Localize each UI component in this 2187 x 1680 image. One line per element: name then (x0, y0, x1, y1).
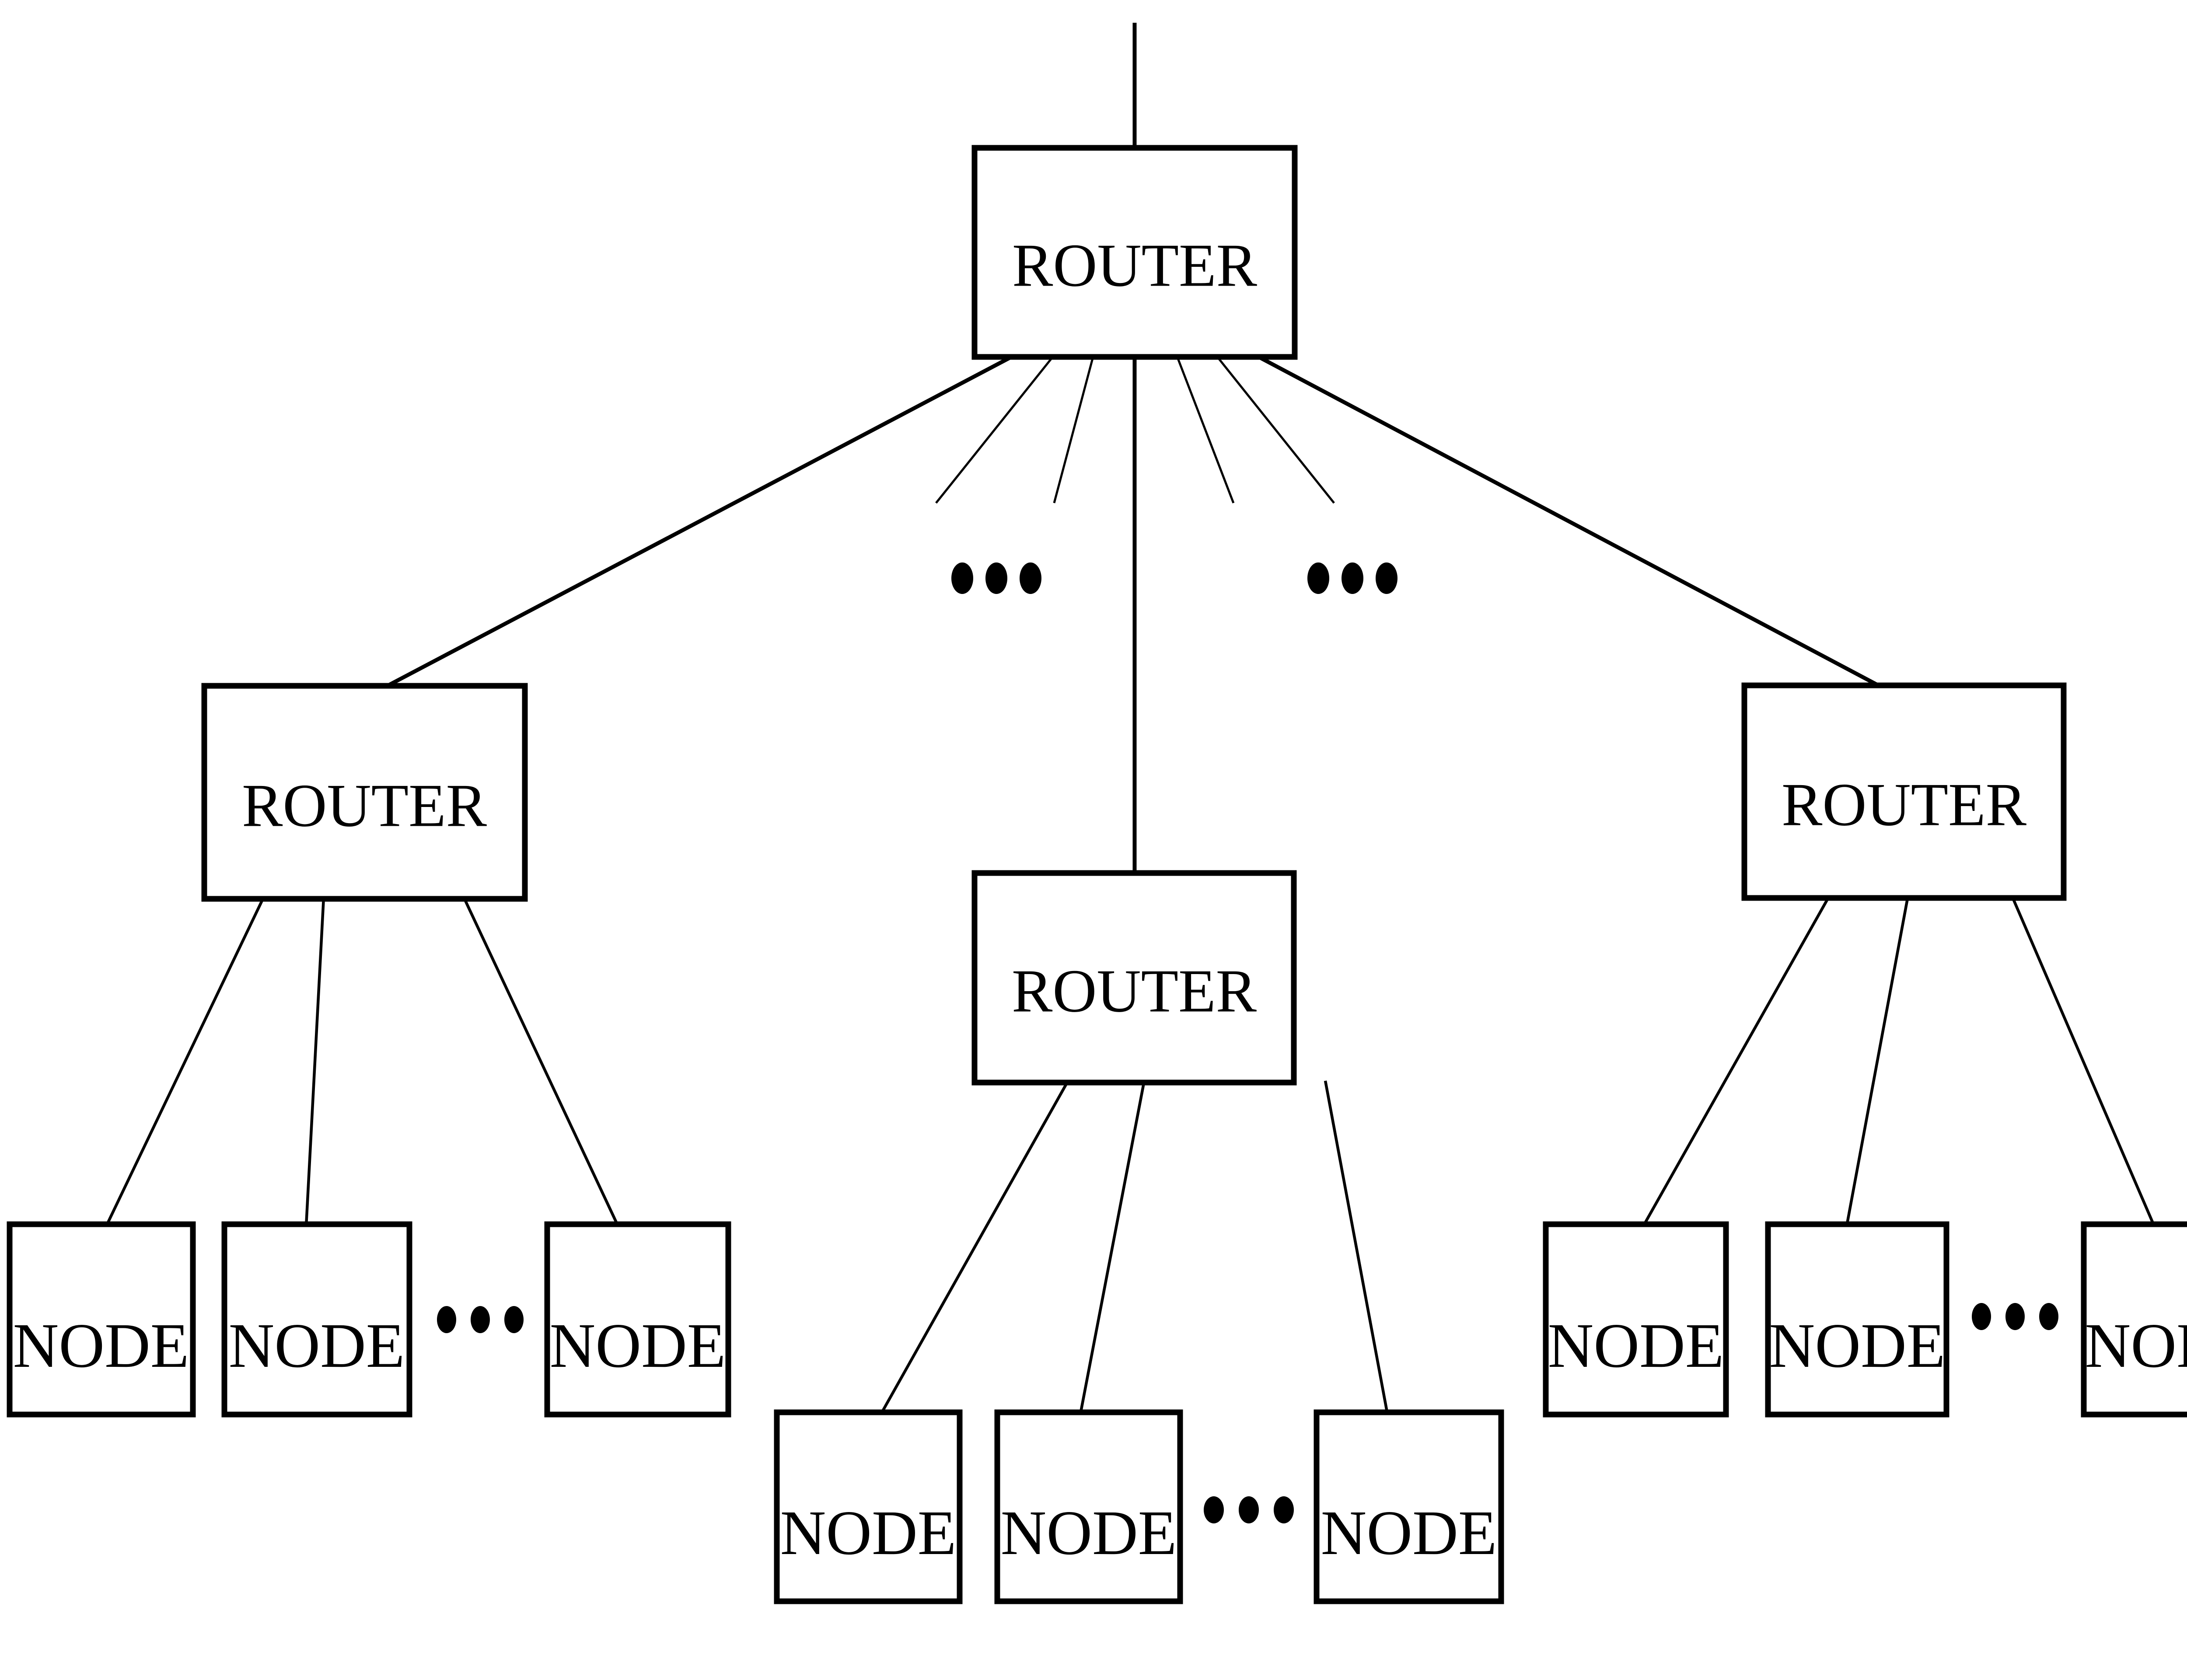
center-router-label: ROUTER (1012, 957, 1257, 1025)
ellipsis-dot (2005, 1303, 2025, 1330)
edge-right-router-to-node-3 (2011, 895, 2156, 1227)
center-node-3-box (1314, 1409, 1504, 1604)
right-node-1-box (1543, 1221, 1729, 1418)
ellipsis-dot (1972, 1303, 1991, 1330)
left-router-label: ROUTER (242, 772, 487, 840)
ellipsis-icon-root-fan-right (1307, 562, 1397, 594)
center-node-1-box (774, 1409, 963, 1604)
root-router: ROUTER (971, 145, 1298, 360)
ellipsis-dot (1342, 562, 1363, 594)
center-node-2-box (994, 1409, 1183, 1604)
edge-center-router-to-node-2 (1079, 1080, 1146, 1415)
edge-root-truncated-branch-2 (1053, 355, 1095, 503)
center-node-2-label: NODE (1001, 1498, 1177, 1568)
ellipsis-dot (1020, 562, 1041, 594)
center-router-box (971, 870, 1297, 1086)
ellipsis-icon-center-node-row (1204, 1496, 1294, 1523)
center-node-3-label: NODE (1321, 1498, 1497, 1568)
left-router-box (201, 683, 528, 902)
ellipsis-dot (1376, 562, 1397, 594)
right-node-2-box (1765, 1221, 1949, 1418)
ellipsis-dot (504, 1306, 524, 1333)
right-node-2-label: NODE (1769, 1311, 1946, 1381)
left-node-1-label: NODE (13, 1311, 189, 1381)
left-node-3-box (544, 1221, 731, 1418)
edge-root-truncated-branch-1 (935, 354, 1055, 504)
edge-left-router-to-node-2 (304, 897, 325, 1226)
edge-root-to-left-router (383, 353, 1016, 689)
ellipsis-dot (951, 562, 973, 594)
left-node-1-box (7, 1221, 196, 1418)
router-right: ROUTER (1741, 682, 2067, 901)
right-router-box (1741, 682, 2067, 901)
right-node-1-label: NODE (1548, 1311, 1724, 1381)
ellipsis-dot (1274, 1496, 1294, 1523)
left-node-2-label: NODE (229, 1311, 405, 1381)
left-node-2-box (221, 1221, 412, 1418)
ellipsis-icon-right-node-row (1972, 1303, 2058, 1330)
ellipsis-dot (2039, 1303, 2058, 1330)
root-router-box (971, 145, 1298, 360)
ellipsis-icon-root-fan-left (951, 562, 1041, 594)
edge-center-router-to-node-1 (880, 1080, 1069, 1415)
ellipsis-dot (471, 1306, 490, 1333)
node-group-left: NODE NODE NODE (7, 1221, 731, 1418)
edge-root-to-right-router (1254, 353, 1883, 689)
center-node-1-label: NODE (780, 1498, 957, 1568)
left-node-3-label: NODE (550, 1311, 726, 1381)
right-node-3-label: NODE (2085, 1311, 2187, 1381)
edge-root-truncated-branch-4 (1215, 354, 1335, 504)
edges (105, 23, 2156, 1415)
edge-left-router-to-node-3 (462, 896, 619, 1227)
ellipsis-dot (1204, 1496, 1224, 1523)
edge-left-router-to-node-1 (105, 896, 265, 1227)
right-node-3-box (2081, 1221, 2187, 1418)
node-group-center: NODE NODE NODE (774, 1409, 1504, 1604)
ellipsis-dot (1307, 562, 1329, 594)
edge-right-router-to-node-1 (1642, 895, 1831, 1227)
root-router-label: ROUTER (1012, 232, 1258, 300)
edge-right-router-to-node-2 (1845, 896, 1910, 1226)
edge-center-router-to-node-3 (1324, 1080, 1389, 1415)
ellipsis-icon-left-node-row (437, 1306, 524, 1333)
node-group-right: NODE NODE NODE (1543, 1221, 2187, 1418)
router-center: ROUTER (971, 870, 1297, 1086)
ellipsis-dot (1239, 1496, 1259, 1523)
edge-root-truncated-branch-3 (1175, 355, 1235, 503)
router-left: ROUTER (201, 683, 528, 902)
ellipsis-dot (985, 562, 1007, 594)
right-router-label: ROUTER (1782, 771, 2027, 839)
ellipsis-dot (437, 1306, 456, 1333)
